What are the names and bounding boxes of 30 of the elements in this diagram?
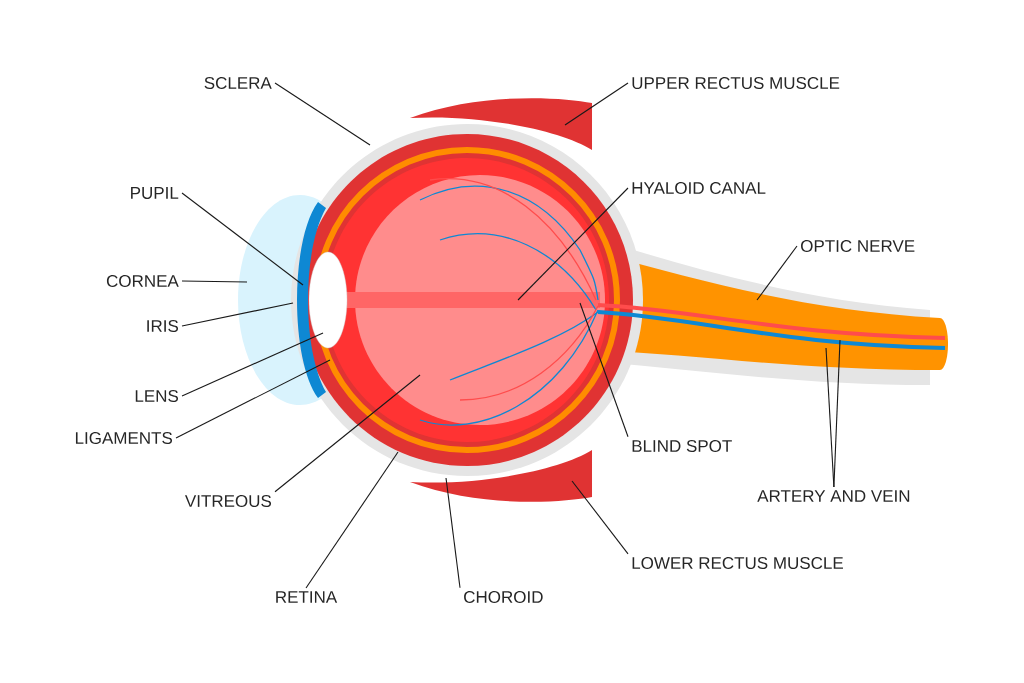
- leader-line: [274, 374, 421, 493]
- leader-line: [181, 302, 294, 327]
- part-label: RETINA: [276, 591, 338, 603]
- part-label: UPPER RECTUS MUSCLE: [632, 77, 840, 90]
- part-label: HYALOID CANAL: [632, 182, 766, 195]
- leader-line: [833, 339, 841, 488]
- part-label: LOWER RECTUS MUSCLE: [632, 557, 843, 570]
- part-label: VITREOUS: [185, 495, 271, 508]
- leader-line: [305, 451, 399, 589]
- part-label: LENS: [135, 390, 178, 403]
- part-label: SCLERA: [204, 77, 272, 90]
- part-label: CORNEA: [106, 275, 179, 288]
- leader-line: [274, 82, 371, 146]
- leader-line: [175, 359, 331, 439]
- part-label: OPTIC NERVE: [801, 240, 915, 253]
- leader-line: [756, 245, 798, 301]
- leader-line: [445, 477, 461, 589]
- leader-line: [181, 192, 304, 286]
- part-label: PUPIL: [131, 187, 179, 199]
- part-label: IRIS: [147, 320, 178, 333]
- part-label: ARTERY AND VEIN: [757, 490, 910, 502]
- leader-line: [571, 480, 629, 555]
- leader-line: [564, 82, 629, 126]
- leader-line: [517, 187, 629, 301]
- leader-line: [579, 302, 629, 438]
- part-label: LIGAMENTS: [75, 432, 172, 445]
- leader-line: [181, 332, 324, 397]
- leader-line: [181, 280, 248, 283]
- part-label: BLIND SPOT: [632, 440, 732, 453]
- part-label: CHOROID: [464, 591, 543, 604]
